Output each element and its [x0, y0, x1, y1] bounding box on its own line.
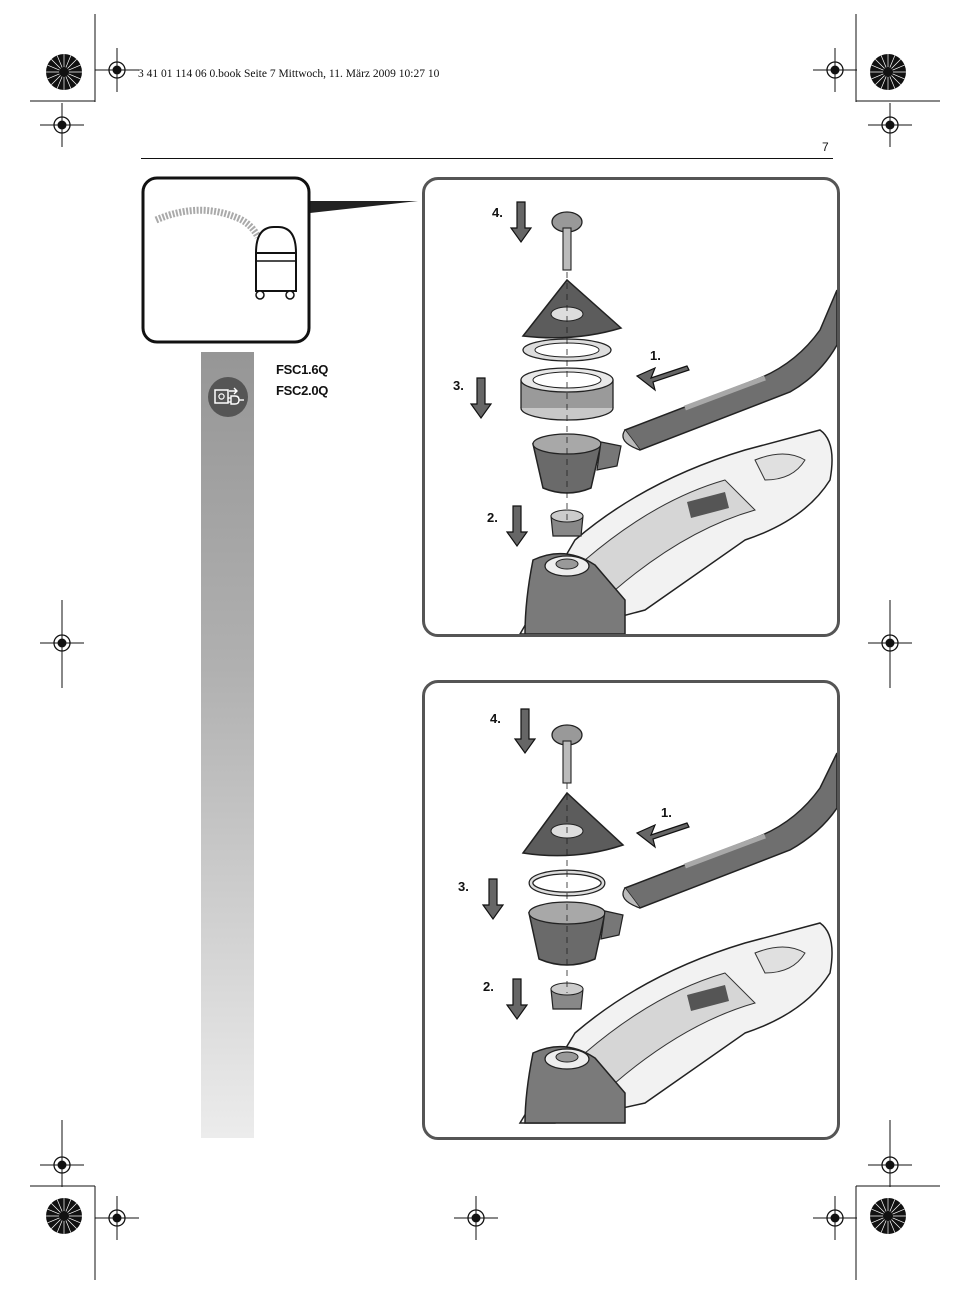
vacuum-cleaner-icon: [154, 206, 298, 300]
step-label-2: 2.: [487, 510, 498, 525]
step-label-4: 4.: [490, 711, 501, 726]
assembly-panel-top: 1. 2. 3. 4.: [422, 177, 840, 637]
step-label-3: 3.: [453, 378, 464, 393]
unplug-icon: [208, 377, 248, 417]
vacuum-callout: [141, 176, 418, 344]
page-number: 7: [822, 140, 829, 154]
model-label-1: FSC1.6Q: [276, 362, 329, 377]
step-label-1: 1.: [661, 805, 672, 820]
step-label-1: 1.: [650, 348, 661, 363]
print-header: 3 41 01 114 06 0.book Seite 7 Mittwoch, …: [138, 68, 440, 80]
step-label-3: 3.: [458, 879, 469, 894]
side-strip: [201, 352, 254, 1138]
header-rule: [141, 158, 833, 159]
model-label-2: FSC2.0Q: [276, 383, 329, 398]
assembly-illustration-bottom: [481, 708, 837, 1124]
assembly-illustration-top: [469, 201, 837, 634]
assembly-panel-bottom: 1. 2. 3. 4.: [422, 680, 840, 1140]
step-label-2: 2.: [483, 979, 494, 994]
step-label-4: 4.: [492, 205, 503, 220]
